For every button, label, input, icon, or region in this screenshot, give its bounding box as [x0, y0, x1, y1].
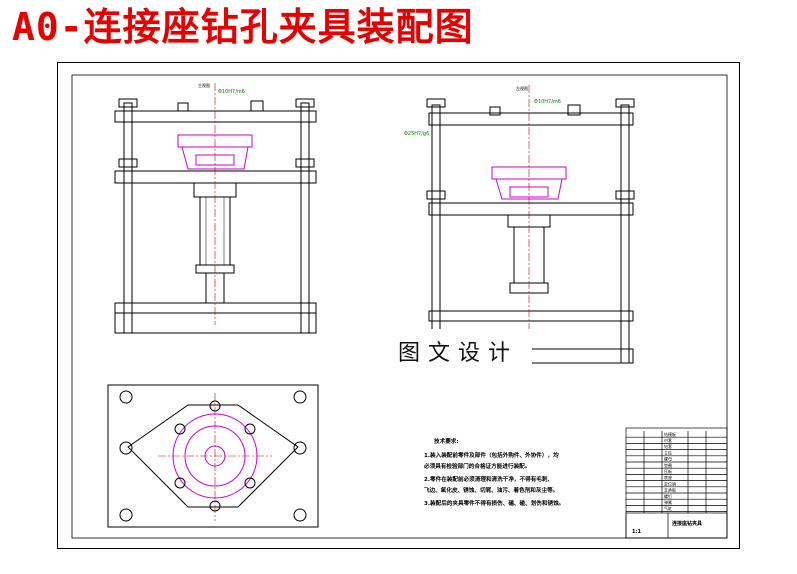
notes-line-1: 1.装入装配前零件及部件（包括外购件、外协件），均 [424, 451, 559, 459]
plan-diamond-plate [127, 404, 299, 508]
front-clamp-screw [250, 100, 264, 112]
side-post-left [431, 104, 441, 364]
plan-view [107, 384, 319, 528]
parts-table-row: 气缸 [664, 505, 672, 511]
parts-table-row: 弹簧 [664, 499, 672, 505]
front-post-left [123, 102, 133, 334]
front-nut-tr [295, 98, 315, 108]
parts-table-row: 螺母 [664, 456, 672, 462]
plan-bolt-4 [293, 508, 307, 522]
front-nut-mr [295, 158, 315, 168]
watermark-text: 图文设计 [384, 329, 532, 373]
parts-table-row: 底座 [664, 474, 672, 480]
front-nut-tl [118, 98, 138, 108]
page-title: A0-连接座钻孔夹具装配图 [12, 5, 474, 49]
parts-table-row: 螺钉 [664, 493, 672, 499]
plan-hole-6 [244, 477, 256, 489]
plan-bolt-1 [119, 390, 133, 404]
side-middle-plate [428, 202, 634, 216]
side-post-right [620, 104, 630, 364]
front-top-plate [114, 110, 317, 123]
front-view: 主视图 [114, 82, 317, 334]
plan-post-right [293, 441, 307, 455]
notes-line-2: 必须具有检验部门的合格证方能进行装配。 [423, 462, 530, 470]
parts-table-row: 立柱 [664, 449, 672, 455]
parts-table-row: 支承板 [664, 487, 676, 493]
plan-hole-5 [174, 477, 186, 489]
side-nut-mr [615, 190, 635, 200]
side-view: 左视图 Φ10H7/m6 Φ25H7/g6 [404, 85, 635, 364]
inner-border [71, 74, 728, 539]
assembly-drawing: 主视图 [71, 74, 728, 539]
side-base-upper [428, 310, 634, 322]
front-base [114, 312, 317, 334]
front-post-right [300, 102, 310, 334]
parts-table-row: 钻套 [664, 443, 672, 449]
drawing-scale: 1:1 [632, 529, 641, 535]
technical-notes: 技术要求: 1.装入装配前零件及部件（包括外购件、外协件），均 必须具有检验部门… [423, 437, 564, 507]
front-drill-bushing [177, 102, 189, 112]
notes-line-4: 飞边、氧化皮、锈蚀、切屑、油污、着色剂和灰尘等。 [424, 486, 558, 494]
side-top-plate [428, 112, 634, 126]
side-nut-ml [426, 190, 446, 200]
plan-post-left [119, 441, 133, 455]
parts-table-row: 压板 [664, 468, 672, 474]
plan-hole-4 [244, 423, 256, 435]
front-base-upper [114, 302, 317, 314]
drawing-name: 连接座钻夹具 [672, 520, 702, 527]
side-nut-tr [615, 98, 635, 108]
plan-bolt-3 [119, 508, 133, 522]
parts-table-row: 衬套 [664, 437, 672, 443]
parts-table-row: 钻模板 [664, 431, 676, 437]
front-nut-ml [118, 158, 138, 168]
side-view-caption: 左视图 [516, 85, 528, 91]
plan-hole-3 [174, 423, 186, 435]
plan-base-plate [107, 384, 319, 528]
side-fit-left-label: Φ25H7/g6 [404, 131, 429, 137]
parts-table-row: 定位销 [664, 480, 676, 486]
parts-table-row: 垫圈 [664, 462, 672, 468]
side-nut-tl [426, 98, 446, 108]
drawing-sheet: 主视图 [57, 62, 740, 549]
notes-heading: 技术要求: [434, 437, 459, 445]
side-clamp-screw [567, 104, 581, 116]
front-view-caption: 主视图 [198, 82, 210, 88]
side-fit-top-label: Φ10H7/m6 [534, 99, 561, 105]
side-drill-bushing [489, 106, 501, 116]
notes-line-5: 3.装配后的夹具零件不得有损伤、磕、碰、划伤和锈蚀。 [424, 499, 564, 507]
front-fit-label: Φ10H7/m6 [218, 89, 245, 95]
notes-line-3: 2.零件在装配前必须清理和清洗干净，不得有毛刺、 [424, 475, 553, 483]
front-middle-plate [114, 170, 317, 184]
plan-bolt-2 [293, 390, 307, 404]
